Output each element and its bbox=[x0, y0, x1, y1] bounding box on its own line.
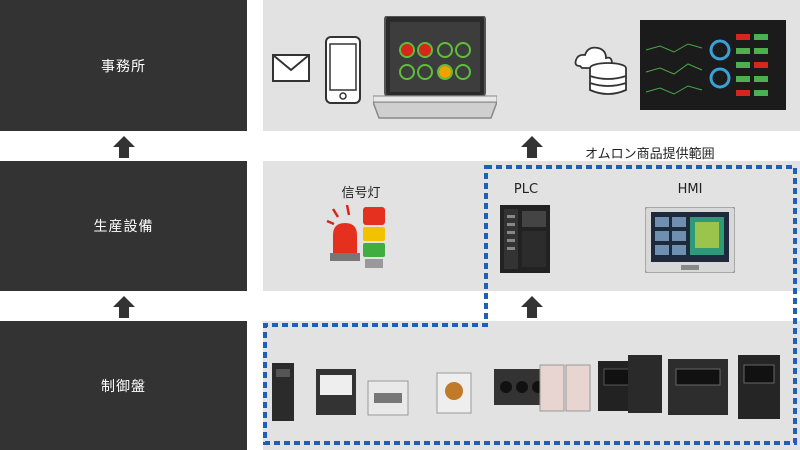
control-panel-devices bbox=[272, 355, 792, 429]
hmi-label: HMI bbox=[677, 182, 703, 197]
plc-label: PLC bbox=[513, 182, 539, 197]
up-arrow-icon bbox=[521, 296, 543, 318]
dashboard-monitor-icon bbox=[640, 20, 786, 114]
hmi-icon bbox=[644, 206, 736, 277]
laptop-icon bbox=[371, 15, 499, 124]
level-control-panel-label: 制御盤 bbox=[101, 378, 146, 395]
signal-light-label: 信号灯 bbox=[341, 186, 381, 201]
up-arrow-icon bbox=[113, 296, 135, 318]
up-arrow-icon bbox=[113, 136, 135, 158]
level-control-panel: 制御盤 bbox=[0, 321, 247, 450]
cloud-database-icon bbox=[574, 42, 630, 102]
signal-light-icon bbox=[325, 204, 393, 275]
smartphone-icon bbox=[325, 36, 361, 108]
level-office: 事務所 bbox=[0, 0, 247, 131]
level-production-equipment: 生産設備 bbox=[0, 161, 247, 291]
mail-icon bbox=[272, 54, 310, 86]
up-arrow-icon bbox=[521, 136, 543, 158]
level-office-label: 事務所 bbox=[101, 58, 146, 75]
level-production-equipment-label: 生産設備 bbox=[93, 219, 154, 235]
omron-scope-label: オムロン商品提供範囲 bbox=[585, 147, 715, 162]
plc-icon bbox=[500, 205, 550, 277]
